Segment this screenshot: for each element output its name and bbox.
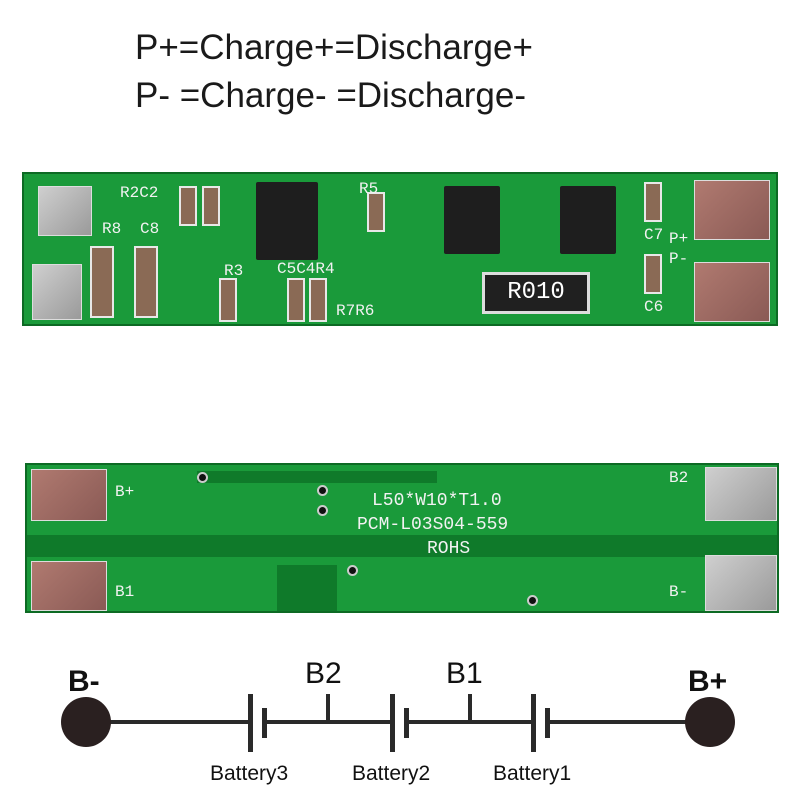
via xyxy=(527,595,538,606)
label-b2: B2 xyxy=(305,657,342,690)
pad-b1 xyxy=(31,561,107,611)
battery2-long-plate xyxy=(390,694,407,752)
trace xyxy=(277,565,337,611)
terminal-b-minus xyxy=(61,697,111,747)
label-b-minus: B- xyxy=(68,665,100,698)
label-p-plus: P+ xyxy=(669,230,689,248)
label-c8: C8 xyxy=(140,220,160,238)
tap-b1 xyxy=(468,694,472,722)
pcb-top-side: R010 R2C2 R8 C8 R5 R3 C5C4R4 R7R6 C7 P+ … xyxy=(22,172,778,326)
via xyxy=(317,485,328,496)
component xyxy=(287,278,305,322)
board-part-number: PCM-L03S04-559 xyxy=(357,515,509,535)
component xyxy=(134,246,158,318)
shunt-resistor: R010 xyxy=(482,272,590,314)
pad-b-plus xyxy=(31,469,107,521)
component xyxy=(644,254,662,294)
tap-b2 xyxy=(326,694,330,722)
pad-b2 xyxy=(705,467,777,521)
battery1-long-plate xyxy=(531,694,548,752)
label-battery3: Battery3 xyxy=(210,762,289,785)
label-r3: R3 xyxy=(224,262,244,280)
title-line-2: P- =Charge- =Discharge- xyxy=(135,76,526,115)
via xyxy=(197,472,208,483)
component xyxy=(219,278,237,322)
component xyxy=(309,278,327,322)
title-line-1: P+=Charge+=Discharge+ xyxy=(135,28,533,67)
label-c6: C6 xyxy=(644,298,664,316)
protection-ic xyxy=(256,182,318,260)
label-c5c4r4: C5C4R4 xyxy=(277,260,335,278)
board-dimensions: L50*W10*T1.0 xyxy=(372,491,502,511)
label-b1: B1 xyxy=(446,657,483,690)
trace xyxy=(197,471,437,483)
trace xyxy=(27,535,777,557)
battery2-short-plate xyxy=(404,708,409,738)
label-battery1: Battery1 xyxy=(493,762,572,785)
pad-b-minus xyxy=(705,555,777,611)
battery1-short-plate xyxy=(545,708,550,738)
pad-p-plus xyxy=(694,180,770,240)
label-battery2: Battery2 xyxy=(352,762,431,785)
pad-b-minus-top xyxy=(38,186,92,236)
pad-p-minus xyxy=(694,262,770,322)
label-c7: C7 xyxy=(644,226,664,244)
mosfet-1 xyxy=(444,186,500,254)
label-r5: R5 xyxy=(359,180,379,198)
component xyxy=(90,246,114,318)
battery3-short-plate xyxy=(262,708,267,738)
component xyxy=(644,182,662,222)
label-r2c2: R2C2 xyxy=(120,184,159,202)
via xyxy=(317,505,328,516)
rohs-mark: ROHS xyxy=(427,539,471,559)
pcb-bottom-side: B+ B1 B2 B- L50*W10*T1.0 PCM-L03S04-559 … xyxy=(25,463,779,613)
label-r7r6: R7R6 xyxy=(336,302,375,320)
via xyxy=(347,565,358,576)
label-r8: R8 xyxy=(102,220,122,238)
pad-b-plus-top xyxy=(32,264,82,320)
component xyxy=(202,186,220,226)
component xyxy=(179,186,197,226)
terminal-b-plus xyxy=(685,697,735,747)
label-b-plus: B+ xyxy=(688,665,728,698)
label-b-plus: B+ xyxy=(115,483,135,501)
mosfet-2 xyxy=(560,186,616,254)
label-b-minus: B- xyxy=(669,583,689,601)
label-b1: B1 xyxy=(115,583,135,601)
battery3-long-plate xyxy=(248,694,265,752)
label-p-minus: P- xyxy=(669,250,689,268)
label-b2: B2 xyxy=(669,469,689,487)
component xyxy=(367,192,385,232)
